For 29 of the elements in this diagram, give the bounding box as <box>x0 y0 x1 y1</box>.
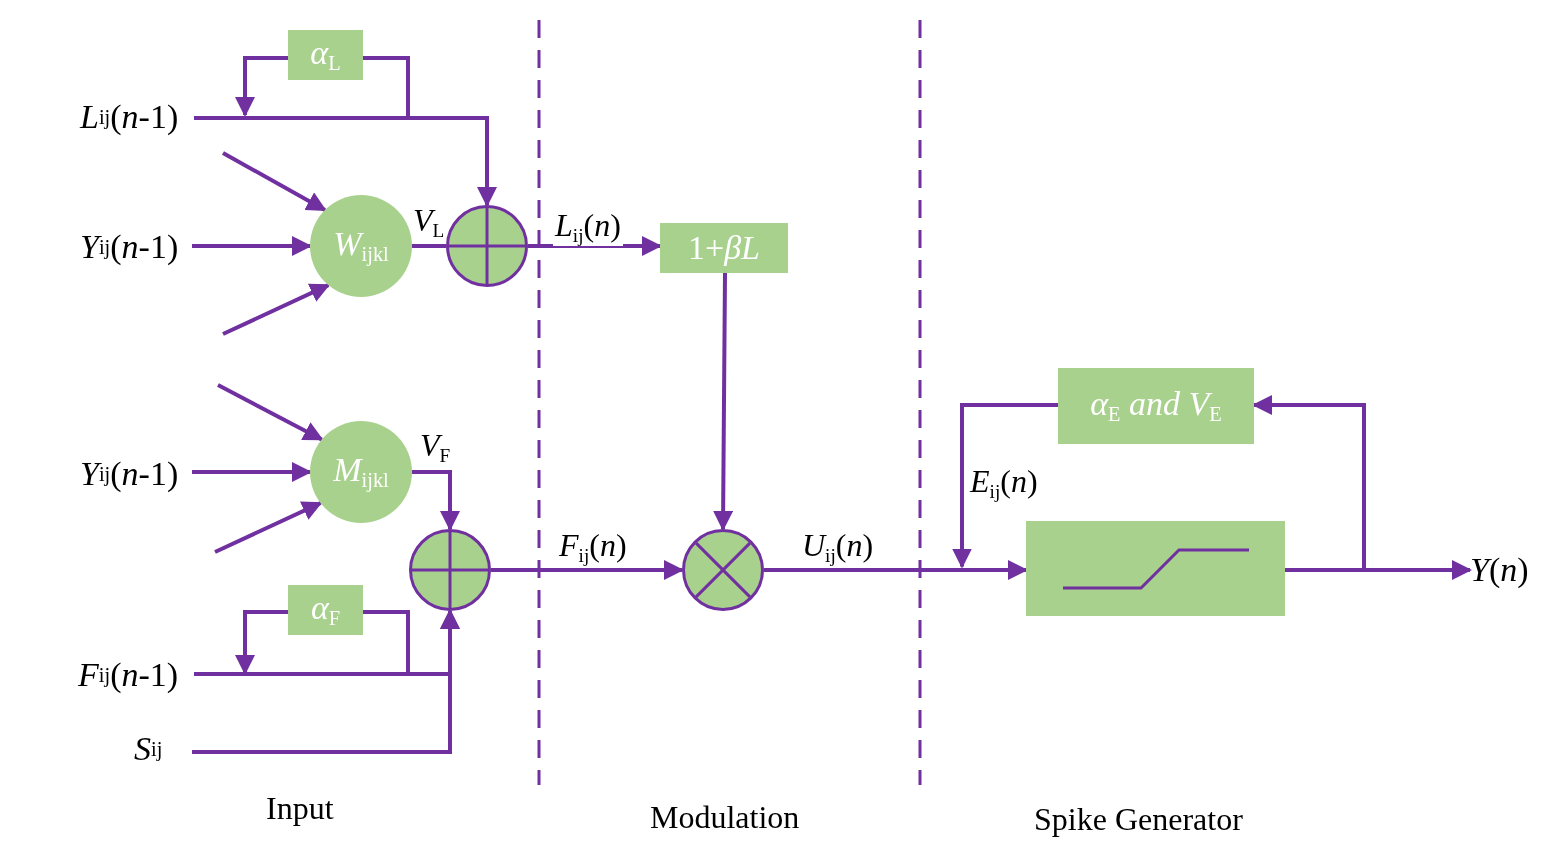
arrow <box>235 610 288 675</box>
arrow <box>528 236 662 256</box>
decay-box <box>288 30 363 80</box>
output-label: Y(n) <box>1470 551 1540 589</box>
modulation-box <box>660 223 788 273</box>
arrow <box>222 283 331 336</box>
box-label: α$_{L}$ <box>310 36 341 74</box>
section-caption: Spike Generator <box>1034 803 1243 835</box>
weight-label: W$_{ijkl}$ <box>333 227 389 265</box>
threshold-box <box>1058 368 1254 444</box>
arrow <box>217 383 324 442</box>
arrow <box>192 236 312 256</box>
arrow <box>412 470 460 531</box>
box-label: α$_{E}$ and V$_{E}$ <box>1090 387 1222 425</box>
arrow <box>764 560 1028 580</box>
arrow <box>222 151 327 212</box>
arrow <box>235 56 288 117</box>
arrow <box>192 462 312 482</box>
section-caption: Input <box>266 792 334 824</box>
box-label: 1+βL <box>688 231 760 265</box>
decay-box <box>288 585 363 635</box>
section-caption: Modulation <box>650 801 800 833</box>
arrow <box>713 273 734 531</box>
arrow <box>952 403 1058 569</box>
step-function-box <box>1026 521 1285 616</box>
arrow <box>214 501 323 554</box>
weight-label: M$_{ijkl}$ <box>333 453 389 491</box>
box-label: α$_{F}$ <box>310 591 341 629</box>
arrow <box>491 560 684 580</box>
